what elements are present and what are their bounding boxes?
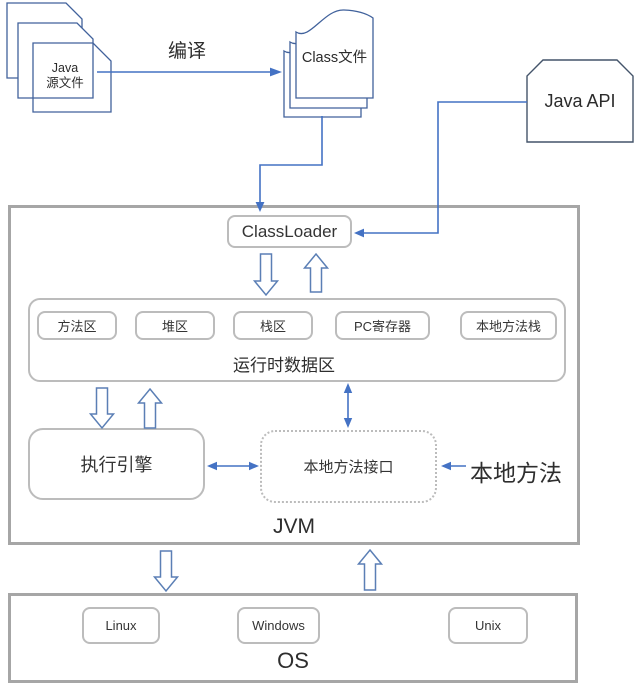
java-source-label: Java 源文件	[25, 61, 105, 91]
native-method-stack-box: 本地方法栈	[460, 311, 557, 340]
execution-engine-box: 执行引擎	[28, 428, 205, 500]
os-windows-label: Windows	[252, 618, 305, 633]
os-unix-label: Unix	[474, 618, 501, 633]
os-linux-box: Linux	[82, 607, 160, 644]
jvm-label: JVM	[273, 515, 315, 538]
pc-register-label: PC寄存器	[353, 319, 412, 334]
os-label: OS	[277, 648, 309, 673]
classloader-label: ClassLoader	[241, 221, 338, 241]
pc-register-box: PC寄存器	[335, 311, 430, 340]
os-windows-box: Windows	[237, 607, 320, 644]
java-source-line2: 源文件	[46, 76, 84, 90]
java-source-line1: Java	[51, 61, 79, 75]
stack-area-box: 栈区	[233, 311, 313, 340]
native-method-interface-box: 本地方法接口	[260, 430, 437, 503]
native-method-label: 本地方法	[470, 460, 562, 486]
heap-area-label: 堆区	[161, 319, 188, 334]
stack-area-label: 栈区	[259, 319, 286, 334]
class-file-doc-back	[283, 28, 362, 118]
heap-area-box: 堆区	[135, 311, 215, 340]
method-area-label: 方法区	[57, 319, 97, 334]
execution-engine-label: 执行引擎	[80, 455, 153, 475]
method-area-box: 方法区	[37, 311, 117, 340]
native-method-interface-label: 本地方法接口	[303, 459, 394, 476]
class-file-label: Class文件	[301, 50, 368, 66]
jvm-os-up-block-arrow	[356, 548, 384, 591]
classloader-box: ClassLoader	[227, 215, 352, 248]
compile-arrowhead	[270, 67, 282, 77]
classfile-to-classloader-line	[259, 116, 323, 203]
java-api-label: Java API	[544, 91, 616, 111]
native-method-stack-label: 本地方法栈	[475, 319, 541, 334]
os-linux-label: Linux	[105, 618, 137, 633]
compile-label: 编译	[168, 41, 207, 62]
java-source-files-shape	[6, 2, 112, 113]
runtime-data-area-label: 运行时数据区	[233, 356, 335, 375]
os-unix-box: Unix	[448, 607, 528, 644]
jvm-os-down-block-arrow	[152, 550, 180, 593]
